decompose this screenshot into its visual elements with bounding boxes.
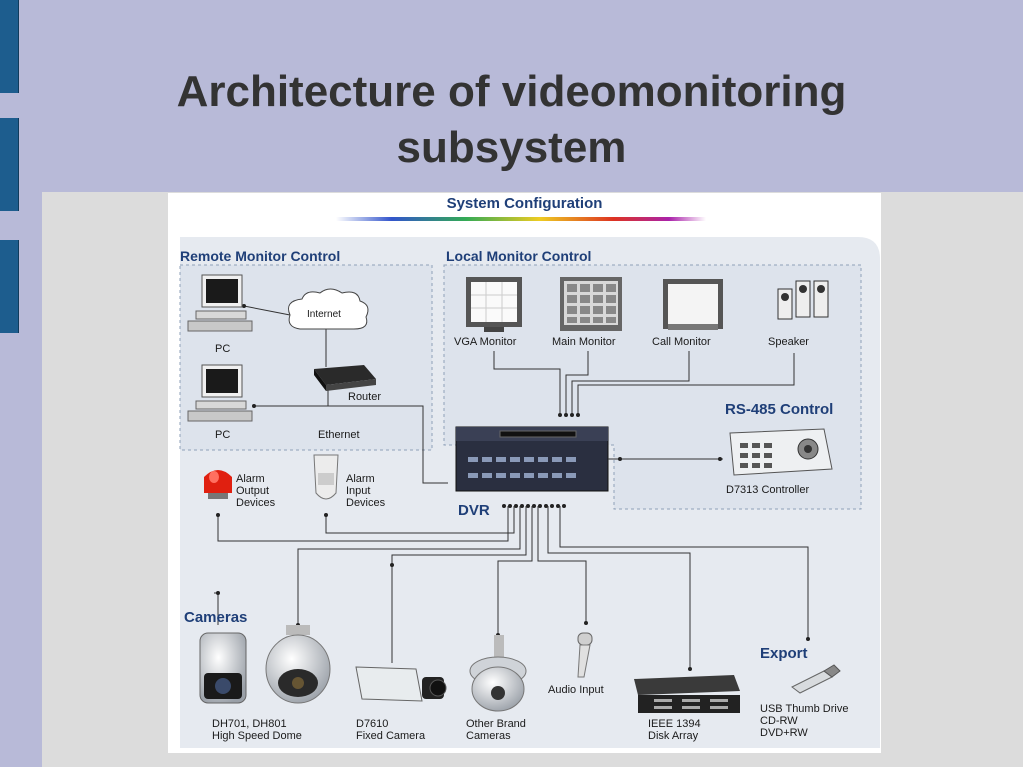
- local-monitor-heading: Local Monitor Control: [446, 248, 592, 264]
- side-accent-bar-1: [0, 0, 19, 93]
- vga-monitor-graphic: [466, 277, 522, 332]
- other-camera-line-2: Cameras: [466, 730, 511, 742]
- internet-label: Internet: [307, 309, 341, 320]
- slide-title-line-2: subsystem: [396, 123, 627, 172]
- disk-array-graphic: [634, 675, 740, 713]
- dome-camera-label: DH701, DH801 High Speed Dome: [212, 718, 302, 742]
- controller-graphic: [729, 428, 833, 476]
- high-speed-dome-graphic: [199, 632, 247, 704]
- export-heading: Export: [760, 645, 808, 662]
- slide-title: Architecture of videomonitoring subsyste…: [0, 64, 1023, 176]
- rs485-heading: RS-485 Control: [725, 401, 834, 418]
- alarm-input-line-1: Alarm: [346, 473, 375, 485]
- pc-1-graphic: [187, 274, 253, 332]
- pc-2-label: PC: [215, 429, 231, 441]
- dvr-bus-dots: [502, 504, 566, 508]
- dome-camera-graphic: [265, 625, 331, 704]
- local-monitor-wiring: [493, 351, 795, 415]
- main-monitor-label: Main Monitor: [552, 336, 616, 348]
- remote-monitor-heading: Remote Monitor Control: [180, 248, 341, 264]
- export-items-label: USB Thumb Drive CD-RW DVD+RW: [760, 703, 848, 739]
- alarm-output-label: Alarm Output Devices: [236, 473, 275, 509]
- side-accent-bar-2: [0, 118, 19, 211]
- other-brand-camera-graphic: [469, 635, 527, 712]
- dome-camera-line-1: DH701, DH801: [212, 718, 287, 730]
- export-item-cdrw: CD-RW: [760, 715, 798, 727]
- pc-2-graphic: [187, 364, 253, 422]
- fixed-camera-label: D7610 Fixed Camera: [356, 718, 425, 742]
- slide-title-line-1: Architecture of videomonitoring: [176, 67, 847, 116]
- title-rainbow-underline: [336, 217, 706, 221]
- pc-1-label: PC: [215, 343, 231, 355]
- speaker-graphic: [777, 280, 829, 320]
- other-camera-label: Other Brand Cameras: [466, 718, 526, 742]
- device-wiring: [214, 506, 809, 671]
- alarm-output-graphic: [204, 470, 232, 499]
- other-camera-line-1: Other Brand: [466, 718, 526, 730]
- alarm-output-line-3: Devices: [236, 497, 276, 509]
- disk-array-label: IEEE 1394 Disk Array: [648, 718, 701, 742]
- alarm-output-line-1: Alarm: [236, 473, 265, 485]
- alarm-input-label: Alarm Input Devices: [346, 473, 385, 509]
- dvr-label: DVR: [458, 502, 490, 519]
- router-label: Router: [348, 391, 382, 403]
- alarm-input-line-3: Devices: [346, 497, 386, 509]
- alarm-input-graphic: [313, 454, 339, 500]
- alarm-input-line-2: Input: [346, 485, 371, 497]
- disk-array-line-2: Disk Array: [648, 730, 699, 742]
- dome-camera-line-2: High Speed Dome: [212, 730, 302, 742]
- side-accent-bar-3: [0, 240, 19, 333]
- diagram-graphics: [179, 217, 880, 748]
- ethernet-label: Ethernet: [318, 429, 360, 441]
- disk-array-line-1: IEEE 1394: [648, 718, 701, 730]
- router-graphic: [314, 365, 376, 391]
- export-item-usb: USB Thumb Drive: [760, 703, 849, 715]
- speaker-label: Speaker: [768, 336, 809, 348]
- diagram-title: System Configuration: [446, 195, 603, 212]
- export-item-dvdrw: DVD+RW: [760, 727, 808, 739]
- vga-monitor-label: VGA Monitor: [454, 336, 517, 348]
- controller-label: D7313 Controller: [726, 484, 810, 496]
- cameras-heading: Cameras: [184, 609, 248, 626]
- usb-drive-graphic: [791, 664, 841, 694]
- fixed-camera-line-2: Fixed Camera: [356, 730, 426, 742]
- dvr-graphic: [455, 426, 609, 492]
- call-monitor-graphic: [663, 279, 723, 330]
- call-monitor-label: Call Monitor: [652, 336, 711, 348]
- fixed-camera-line-1: D7610: [356, 718, 389, 730]
- audio-input-label: Audio Input: [548, 684, 604, 696]
- microphone-graphic: [577, 632, 593, 678]
- alarm-output-line-2: Output: [236, 485, 270, 497]
- fixed-camera-graphic: [355, 666, 447, 702]
- internet-cloud-graphic: [288, 288, 369, 330]
- main-monitor-graphic: [560, 277, 622, 331]
- system-configuration-diagram: System Configuration Remote Monitor Cont…: [168, 193, 881, 753]
- remote-wiring: [243, 305, 448, 484]
